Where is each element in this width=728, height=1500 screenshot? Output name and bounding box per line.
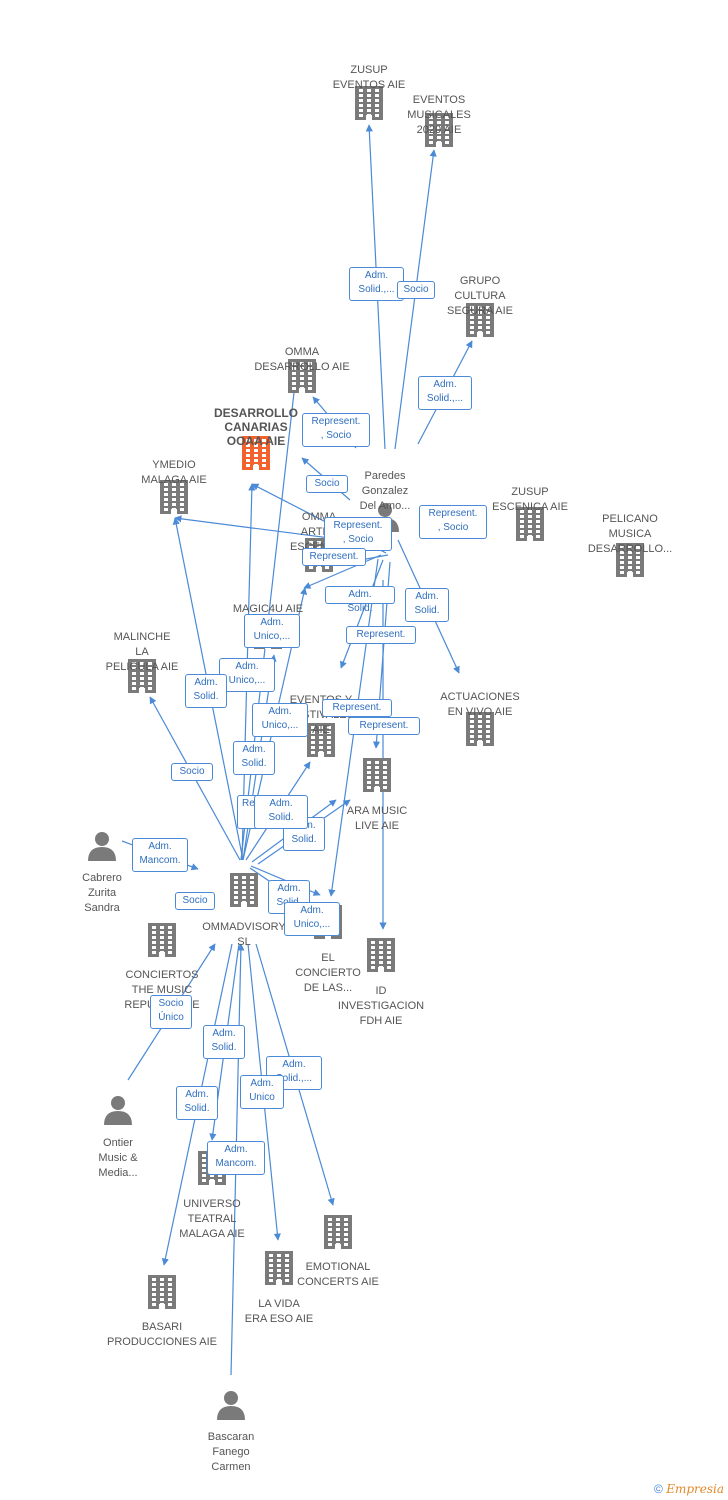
node-label-ommadvisory[interactable]: OMMADVISORY SL [202, 921, 286, 948]
edge-label-11[interactable]: Represent. [322, 699, 392, 717]
edge-label-23[interactable]: Socio [175, 892, 215, 910]
edge-label-15[interactable]: Adm. Unico,... [252, 703, 308, 737]
building-icon[interactable] [242, 436, 270, 470]
building-icon[interactable] [516, 507, 544, 541]
edge-label-12[interactable]: Adm. Unico,... [244, 614, 300, 648]
edge-label-0[interactable]: Adm. Solid.,... [349, 267, 404, 301]
node-label-emotional[interactable]: EMOTIONAL CONCERTS AIE [297, 1261, 379, 1288]
building-icon[interactable] [324, 1215, 352, 1249]
building-icon[interactable] [288, 359, 316, 393]
person-icon[interactable] [217, 1391, 245, 1420]
node-label-ymedio[interactable]: YMEDIO MALAGA AIE [141, 459, 207, 486]
node-label-grupo-cultura[interactable]: GRUPO CULTURA SEGURA AIE [446, 275, 514, 317]
edge-label-18[interactable]: Adm. Solid. [233, 741, 275, 775]
node-label-cabrero[interactable]: Cabrero Zurita Sandra [82, 872, 122, 914]
edge-label-21[interactable]: Adm. Solid. [254, 795, 308, 829]
edge-label-19[interactable]: Socio [171, 763, 213, 781]
edge-label-14[interactable]: Adm. Solid. [185, 674, 227, 708]
node-label-malinche[interactable]: MALINCHE LA PELICULA AIE [105, 631, 179, 673]
node-label-actuaciones[interactable]: ACTUACIONES EN VIVO AIE [440, 691, 520, 718]
edge-label-31[interactable]: Adm. Mancom. [207, 1141, 265, 1175]
building-icon[interactable] [466, 303, 494, 337]
edge-label-9[interactable]: Represent. [346, 626, 416, 644]
edge-label-8[interactable]: Adm. Solid. [325, 586, 395, 614]
building-icon[interactable] [363, 758, 391, 792]
node-label-zusup-escenica[interactable]: ZUSUP ESCENICA AIE [492, 486, 568, 513]
edge-label-22[interactable]: Adm. Mancom. [132, 838, 188, 872]
node-label-eventos-musicales[interactable]: EVENTOS MUSICALES 2020 AIE [407, 94, 471, 136]
edge-label-3[interactable]: Represent. , Socio [302, 413, 370, 447]
building-icon[interactable] [307, 723, 335, 757]
edge-label-13[interactable]: Adm. Unico,... [219, 658, 275, 692]
building-icon[interactable] [367, 938, 395, 972]
building-icon[interactable] [355, 86, 383, 120]
node-label-ontier[interactable]: Ontier Music & Media... [98, 1137, 138, 1179]
edge-label-10[interactable]: Adm. Solid. [405, 588, 449, 622]
node-label-pelicano[interactable]: PELICANO MUSICA DESARROLLO... [587, 513, 673, 555]
building-icon[interactable] [148, 923, 176, 957]
copyright-symbol: © [654, 1482, 663, 1496]
node-label-desarrollo-canarias[interactable]: DESARROLLO CANARIAS OOAA AIE [214, 406, 298, 448]
building-icon[interactable] [425, 113, 453, 147]
edge-label-29[interactable]: Adm. Unico [240, 1075, 284, 1109]
edge-label-26[interactable]: Socio Único [150, 995, 192, 1029]
edge-label-1[interactable]: Socio [397, 281, 435, 299]
edge-label-25[interactable]: Adm. Unico,... [284, 902, 340, 936]
building-icon[interactable] [616, 543, 644, 577]
node-label-universo[interactable]: UNIVERSO TEATRAL MALAGA AIE [179, 1198, 245, 1240]
building-icon[interactable] [160, 480, 188, 514]
building-icon[interactable] [230, 873, 258, 907]
edge-1 [394, 149, 437, 450]
building-icon[interactable] [265, 1251, 293, 1285]
edge-label-30[interactable]: Adm. Solid. [176, 1086, 218, 1120]
node-label-magic4u[interactable]: MAGIC4U AIE [232, 603, 304, 615]
node-label-id-investigacion[interactable]: ID INVESTIGACION FDH AIE [337, 985, 425, 1027]
building-icon[interactable] [128, 659, 156, 693]
edge-7 [303, 554, 382, 589]
building-icon[interactable] [148, 1275, 176, 1309]
edge-label-27[interactable]: Adm. Solid. [203, 1025, 245, 1059]
node-label-el-concierto[interactable]: EL CONCIERTO DE LAS... [295, 952, 361, 994]
edge-label-5[interactable]: Represent. , Socio [324, 517, 392, 551]
edge-label-6[interactable]: Represent. , Socio [419, 505, 487, 539]
node-label-la-vida[interactable]: LA VIDA ERA ESO AIE [244, 1298, 314, 1325]
node-label-zusup-eventos[interactable]: ZUSUP EVENTOS AIE [332, 64, 406, 91]
node-label-paredes[interactable]: Paredes Gonzalez Del Amo... [359, 470, 411, 512]
empresia-logo: Empresia [666, 1482, 724, 1496]
person-icon[interactable] [88, 832, 116, 861]
node-label-ara-music[interactable]: ARA MUSIC LIVE AIE [346, 805, 408, 832]
footer-brand: © Empresia [654, 1482, 724, 1496]
edge-label-7[interactable]: Represent. [302, 548, 366, 566]
edge-label-2[interactable]: Adm. Solid.,... [418, 376, 472, 410]
edge-label-16[interactable]: Represent. [348, 717, 420, 735]
building-icon[interactable] [466, 712, 494, 746]
edge-9 [339, 559, 384, 669]
node-label-basari[interactable]: BASARI PRODUCCIONES AIE [106, 1321, 218, 1348]
node-label-omma-desarrollo[interactable]: OMMA DESARROLLO AIE [254, 346, 350, 373]
person-icon[interactable] [104, 1096, 132, 1125]
node-label-bascaran[interactable]: Bascaran Fanego Carmen [207, 1431, 255, 1473]
edge-label-4[interactable]: Socio [306, 475, 348, 493]
